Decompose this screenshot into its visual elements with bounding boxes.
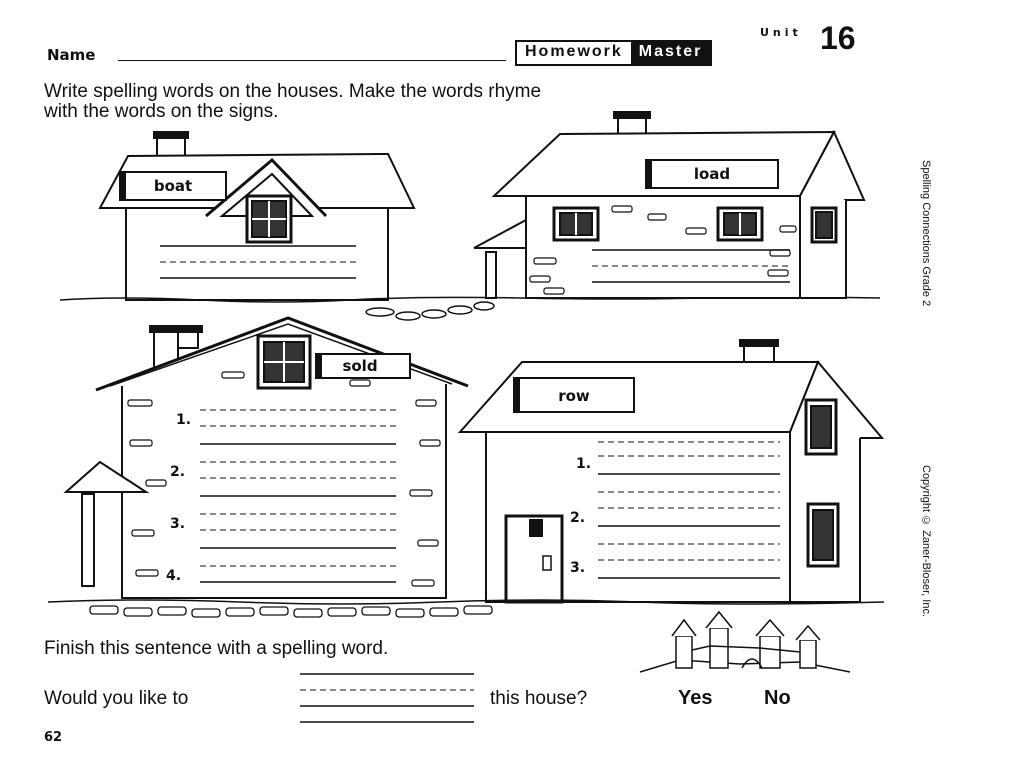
sign-sold bbox=[315, 353, 411, 379]
instructions-line-1: Write spelling words on the houses. Make… bbox=[44, 81, 542, 102]
sentence-suffix: this house? bbox=[490, 688, 588, 709]
path-stones bbox=[89, 605, 493, 618]
homework-master-badge: Homework Master bbox=[515, 40, 713, 66]
sign-boat-text: boat bbox=[154, 177, 192, 195]
sentence-prefix: Would you like to bbox=[44, 688, 189, 709]
ground-line bbox=[47, 599, 885, 605]
sign-row-text: row bbox=[558, 387, 590, 405]
sign-sold-text: sold bbox=[342, 357, 377, 375]
copyright-side-text: Copyright © Zaner-Bloser, Inc. bbox=[920, 465, 932, 618]
row-number-3: 3. bbox=[570, 560, 585, 576]
instructions-line-2: with the words on the signs. bbox=[44, 101, 279, 122]
castle-icon bbox=[639, 610, 851, 673]
homework-label: Homework bbox=[517, 42, 631, 64]
no-option[interactable]: No bbox=[764, 687, 791, 709]
sentence-instruction: Finish this sentence with a spelling wor… bbox=[44, 638, 389, 659]
row-number-1: 1. bbox=[576, 456, 591, 472]
house-sold: sold 1. 2. 3. 4. bbox=[63, 316, 469, 599]
instructions: Write spelling words on the houses. Make… bbox=[44, 82, 864, 122]
house-row: row 1. 2. 3. bbox=[457, 339, 885, 604]
unit-label: Unit bbox=[760, 26, 802, 39]
sold-number-1: 1. bbox=[176, 412, 191, 428]
sold-number-2: 2. bbox=[170, 464, 185, 480]
sold-number-4: 4. bbox=[166, 568, 181, 584]
sold-number-3: 3. bbox=[170, 516, 185, 532]
page-number: 62 bbox=[44, 730, 63, 745]
house-load: load bbox=[473, 111, 866, 299]
series-side-text: Spelling Connections Grade 2 bbox=[920, 160, 932, 307]
name-label: Name bbox=[47, 46, 96, 64]
house-boat: boat bbox=[98, 131, 416, 301]
row-number-2: 2. bbox=[570, 510, 585, 526]
yes-option[interactable]: Yes bbox=[678, 687, 713, 709]
path-stones bbox=[365, 301, 495, 321]
master-label: Master bbox=[630, 42, 711, 64]
sign-load bbox=[645, 159, 779, 189]
unit-number: 16 bbox=[820, 20, 856, 56]
door-handle-icon bbox=[542, 555, 552, 571]
name-line[interactable] bbox=[118, 60, 506, 61]
sign-load-text: load bbox=[694, 165, 730, 183]
chimney-cap bbox=[153, 131, 189, 139]
